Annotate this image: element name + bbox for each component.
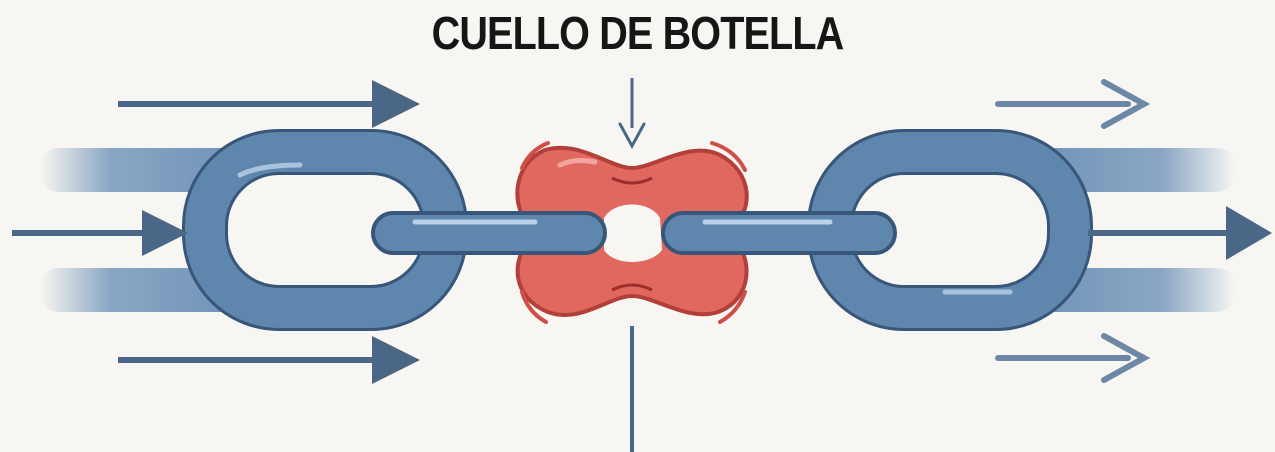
arrow-right-icon — [995, 333, 1151, 383]
right-connecting-bar — [661, 211, 897, 255]
arrow-right-icon — [12, 210, 188, 256]
arrow-right-icon — [1088, 206, 1272, 260]
arrow-right-icon — [118, 80, 420, 128]
diagram-title: CUELLO DE BOTELLA — [431, 7, 845, 59]
left-connecting-bar — [371, 211, 607, 255]
stress-arc-icon — [520, 141, 747, 324]
arrow-right-icon — [995, 79, 1151, 129]
arrow-down-icon — [618, 78, 646, 150]
arrow-right-icon — [118, 336, 420, 384]
incoming-chain-strands — [40, 148, 240, 312]
